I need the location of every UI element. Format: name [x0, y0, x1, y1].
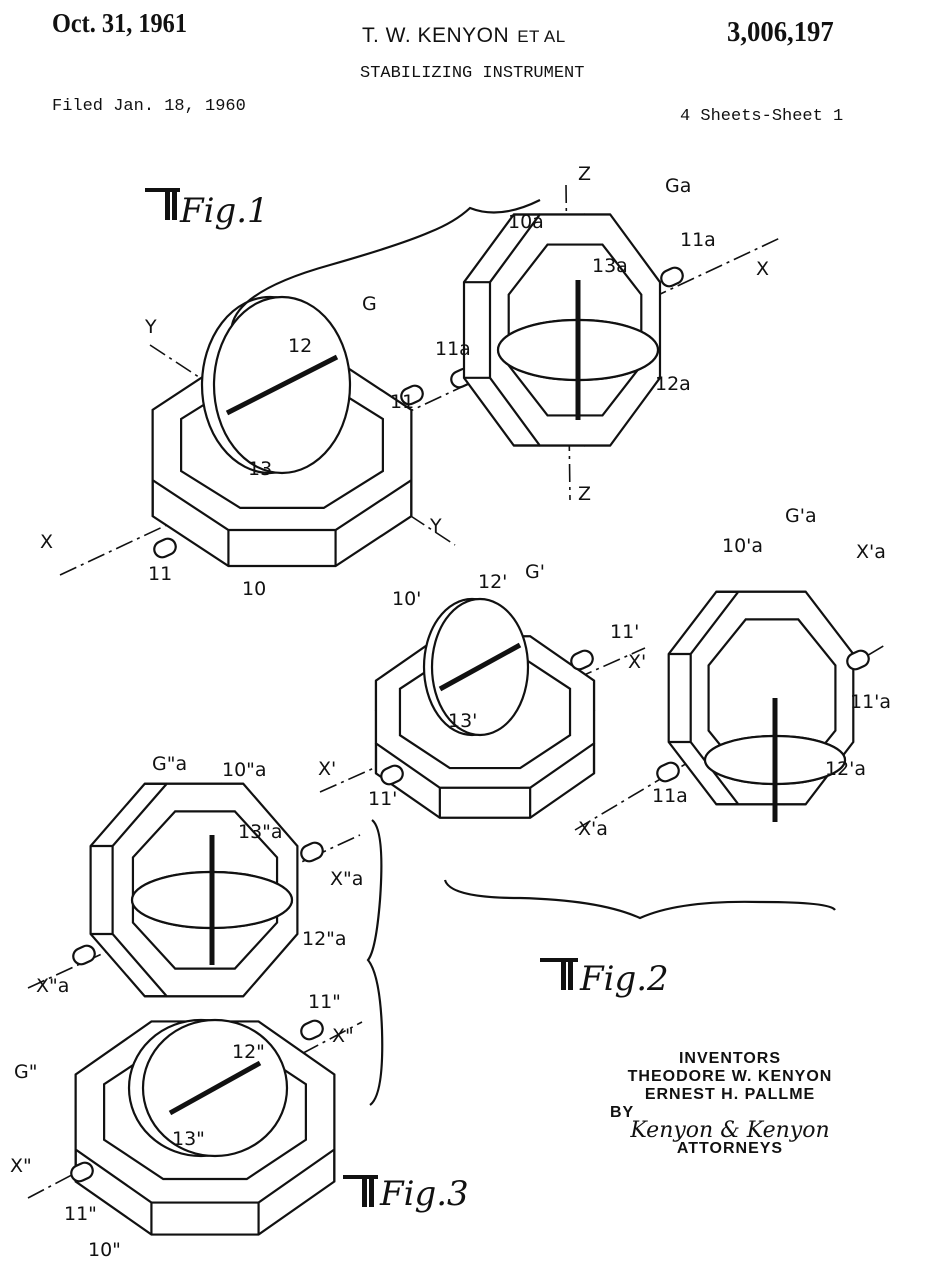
label-Xpp: X" [332, 1025, 354, 1047]
label-11pp: 11" [64, 1203, 97, 1225]
fig-title-marks [145, 188, 578, 1207]
label-13: 13 [248, 458, 272, 480]
label-11: 11 [390, 391, 414, 413]
label-G: G [362, 293, 377, 315]
fig3-reference-labels: G"a 10"a 13"a X"a 12"a X"a 12" 11" X" G"… [10, 753, 363, 1261]
label-13p: 13' [448, 710, 477, 732]
bracket-fig1 [230, 199, 541, 326]
signature-block: INVENTORS THEODORE W. KENYON ERNEST H. P… [600, 1050, 860, 1158]
label-12ppa: 12"a [302, 928, 347, 950]
label-12p: 12' [478, 571, 507, 593]
trunnion-11a [656, 761, 680, 783]
trunnion-11pa [846, 649, 870, 671]
label-Gp: G' [525, 561, 545, 583]
label-Xpa: X'a [856, 541, 886, 563]
label-11p: 11' [610, 621, 639, 643]
bracket-fig3 [366, 819, 384, 1106]
trunnion-11 [400, 384, 424, 406]
label-Y: Y [144, 316, 157, 338]
label-10a: 10a [508, 211, 544, 233]
trunnion-11p [570, 649, 594, 671]
attorney-signature: Kenyon & Kenyon [630, 1118, 830, 1143]
trunnion-11a [660, 266, 684, 288]
label-X: X [756, 258, 769, 280]
label-11pp: 11" [308, 991, 341, 1013]
attorneys-label: ATTORNEYS [676, 1140, 784, 1157]
inventor-name: T. W. KENYON [362, 24, 510, 47]
label-Ga: Ga [665, 175, 691, 197]
trunnion-11ppa [72, 944, 96, 966]
inventors-label: INVENTORS [678, 1050, 782, 1067]
label-Y: Y [429, 515, 442, 537]
label-11a: 11a [435, 338, 471, 360]
label-10ppa: 10"a [222, 759, 267, 781]
label-10pp: 10" [88, 1239, 121, 1261]
gimbal-G-prime-rotor-shaft [438, 642, 522, 692]
label-12: 12 [288, 335, 312, 357]
label-Z: Z [578, 483, 591, 505]
label-Xp: X' [318, 758, 336, 780]
label-11pa: 11'a [850, 691, 891, 713]
fig1-reference-labels: Y 12 G 11 11a 13 X 11 10 Y 10a Z Ga 11a … [40, 163, 769, 600]
label-12pa: 12'a [825, 758, 866, 780]
inventor-2: ERNEST H. PALLME [644, 1086, 816, 1103]
et-al: ET AL [517, 27, 566, 46]
label-10: 10 [242, 578, 266, 600]
label-Z: Z [578, 163, 591, 185]
trunnion-11p [380, 764, 404, 786]
label-Gpp: G" [14, 1061, 37, 1083]
label-Xpp: X" [10, 1155, 32, 1177]
patent-title: STABILIZING INSTRUMENT [360, 64, 585, 83]
label-Gpa: G'a [785, 505, 817, 527]
trunnion-11ppa [300, 841, 324, 863]
filed-date: Filed Jan. 18, 1960 [52, 97, 246, 116]
trunnion-11pp [70, 1161, 94, 1183]
label-Xp: X' [628, 651, 646, 673]
label-13a: 13a [592, 255, 628, 277]
trunnion-11pp [300, 1019, 324, 1041]
bracket-fig2 [443, 879, 836, 920]
label-13pp: 13" [172, 1128, 205, 1150]
label-X: X [40, 531, 53, 553]
fig2-reference-labels: 10' 12' G' 11' X' 13' X' 11' 10'a G'a X'… [318, 505, 891, 840]
trunnion-11 [153, 537, 177, 559]
label-Xppa: X"a [330, 868, 363, 890]
label-10pa: 10'a [722, 535, 763, 557]
label-12a: 12a [655, 373, 691, 395]
gimbal-G-double-prime-rotor-shaft [168, 1060, 262, 1116]
by-label: BY [610, 1104, 635, 1121]
fig3-title: Fig.3 [379, 1174, 469, 1214]
patent-date: Oct. 31, 1961 [52, 8, 187, 38]
inventor-header: T. W. KENYON ET AL [362, 24, 566, 48]
label-11a: 11a [652, 785, 688, 807]
gimbal-G-rotor-shaft [225, 354, 339, 416]
fig2-title: Fig.2 [579, 959, 669, 999]
label-Xpa: X'a [578, 818, 608, 840]
label-11: 11 [148, 563, 172, 585]
inventor-1: THEODORE W. KENYON [627, 1068, 833, 1085]
label-Xppa: X"a [36, 975, 69, 997]
label-13ppa: 13"a [238, 821, 283, 843]
label-10p: 10' [392, 588, 421, 610]
label-Gppa: G"a [152, 753, 187, 775]
sheet-count: 4 Sheets-Sheet 1 [680, 107, 844, 126]
label-12pp: 12" [232, 1041, 265, 1063]
gimbal-illustrations [27, 184, 886, 1236]
label-11p: 11' [368, 788, 397, 810]
fig1-title: Fig.1 [179, 191, 269, 231]
label-11a: 11a [680, 229, 716, 251]
x-prime-axis [319, 647, 646, 793]
patent-number: 3,006,197 [727, 16, 834, 48]
